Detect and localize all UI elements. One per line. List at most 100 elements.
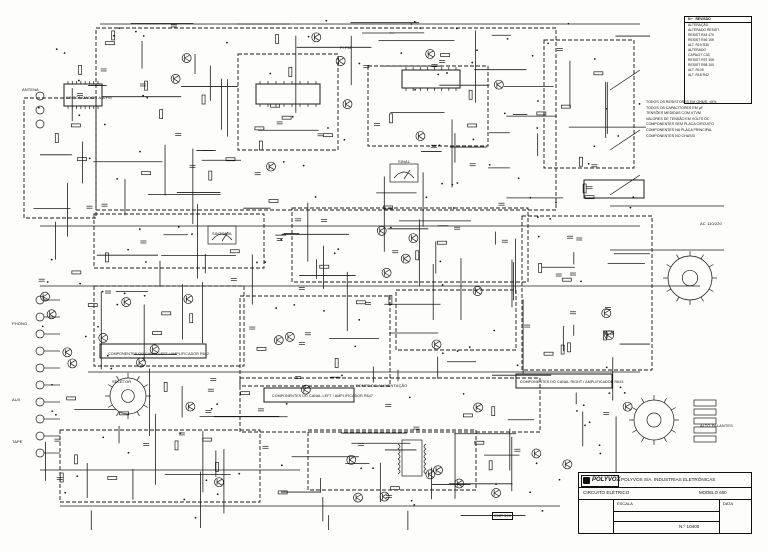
resistor — [201, 94, 206, 105]
transistor-lead — [65, 352, 71, 356]
resistor — [163, 382, 168, 392]
junction-dot — [588, 421, 591, 424]
antenna-label: ANTENA — [22, 87, 39, 92]
module-outline — [367, 65, 489, 147]
module-outline — [521, 215, 653, 371]
resistor — [277, 490, 288, 495]
transistor-lead — [314, 37, 320, 41]
junction-dot — [425, 196, 428, 199]
junction-dot — [531, 54, 534, 57]
input-jack — [35, 346, 45, 356]
module-outline — [93, 285, 245, 367]
transistor — [346, 454, 357, 465]
junction-dot — [106, 354, 109, 357]
switch-contact — [136, 411, 140, 417]
date-label: DATA — [723, 501, 734, 506]
resistor — [440, 53, 450, 57]
transistor-lead — [434, 344, 440, 348]
junction-dot — [580, 280, 582, 283]
input-jack — [35, 295, 45, 305]
junction-dot — [110, 367, 113, 370]
junction-dot — [275, 307, 278, 309]
transistor-lead — [625, 403, 631, 407]
junction-dot — [372, 467, 374, 470]
resistor — [275, 34, 279, 44]
junction-dot — [327, 127, 329, 129]
notes-block: TODOS OS RESISTORES EM OHMS, ±5% TODOS O… — [646, 100, 750, 162]
transformer-coil — [423, 443, 427, 450]
junction-dot — [314, 196, 317, 198]
transistor-lead — [435, 466, 442, 471]
switch-contact — [641, 398, 645, 403]
input-jack — [35, 448, 45, 458]
junction-dot — [101, 290, 104, 293]
signal-meter-label: SINAL — [398, 159, 411, 164]
transistor — [46, 309, 57, 320]
module-outline — [395, 289, 517, 351]
transformer — [401, 439, 423, 477]
switch-contact — [700, 296, 704, 302]
transistor-lead — [65, 349, 71, 353]
junction-dot — [280, 464, 283, 467]
transistor-lead — [493, 489, 500, 494]
resistor — [415, 250, 420, 261]
revision-row: ALT. R105 — [688, 68, 704, 72]
junction-dot — [451, 183, 454, 186]
note-line: COMPONENTES NA PLACA PRINCIPAL — [646, 127, 713, 132]
resistor — [593, 71, 604, 76]
junction-dot — [414, 88, 416, 91]
junction-dot — [285, 402, 288, 405]
transistor — [62, 347, 73, 358]
junction-dot — [210, 407, 213, 410]
junction-dot — [517, 177, 520, 180]
transistor-lead — [345, 100, 351, 105]
rotary-switch — [633, 399, 675, 441]
junction-dot — [439, 260, 442, 263]
selector-label: SELETOR — [112, 379, 132, 384]
resistor — [281, 115, 292, 120]
revision-row: ALT. R18 R42 — [688, 73, 709, 77]
junction-dot — [55, 48, 58, 51]
junction-dot — [205, 479, 208, 482]
junction-dot — [226, 41, 228, 44]
revision-row: RESIST R98 100 — [688, 63, 714, 67]
transistor — [181, 53, 192, 63]
junction-dot — [139, 150, 141, 153]
junction-dot — [302, 164, 305, 167]
junction-dot — [619, 386, 622, 389]
title-block: POLYVOX POLYVOX S/A. INDUSTRIAS ELETRÔNI… — [578, 472, 752, 534]
transistor-lead — [493, 492, 500, 497]
logo-mark-icon — [583, 477, 590, 484]
transistor-lead — [403, 255, 409, 260]
junction-dot — [629, 206, 632, 209]
transistor-lead — [403, 258, 409, 263]
junction-dot — [413, 20, 416, 23]
input-jack — [35, 397, 45, 407]
fm-if-label: FI FM — [340, 45, 351, 50]
resistor — [560, 344, 565, 355]
transistor — [400, 253, 411, 264]
revision-row: RESIST R44 470 — [688, 33, 714, 37]
junction-dot — [608, 392, 611, 394]
rotary-switch-hub — [681, 269, 699, 287]
junction-dot — [194, 516, 197, 519]
transistor-lead — [379, 230, 385, 235]
transistor-lead — [496, 84, 503, 88]
junction-dot — [576, 410, 578, 412]
resistor — [538, 263, 542, 273]
transistor — [431, 339, 442, 350]
junction-dot — [343, 138, 346, 141]
junction-dot — [51, 410, 54, 413]
junction-dot — [269, 72, 272, 75]
junction-dot — [605, 107, 608, 110]
transistor — [415, 131, 426, 141]
board-label-frame — [99, 343, 207, 359]
speaker-terminal — [693, 435, 717, 443]
transistor-lead — [184, 54, 190, 59]
resistor — [488, 460, 493, 471]
resistor — [189, 313, 194, 324]
transistor — [170, 73, 181, 84]
transistor — [376, 225, 387, 236]
switch-contact — [671, 407, 676, 411]
